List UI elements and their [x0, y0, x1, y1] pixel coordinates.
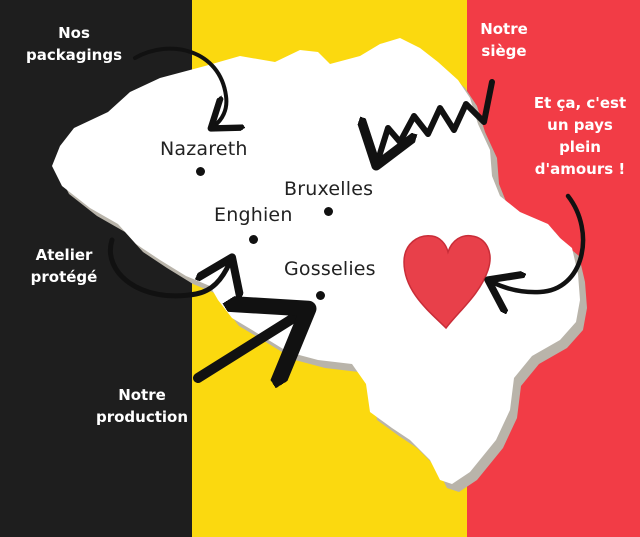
callout-amours: Et ça, c'est un pays plein d'amours ! [524, 92, 636, 180]
curved-arrow-icon [107, 237, 230, 296]
city-label-gosselies: Gosselies [284, 258, 376, 280]
callout-line: plein [559, 138, 601, 156]
callout-line: packagings [25, 46, 123, 64]
callout-packagings: Nos packagings [18, 22, 130, 66]
zigzag-arrow-icon [378, 79, 495, 160]
callout-production: Notre production [86, 384, 198, 428]
callout-line: un pays [547, 116, 613, 134]
callout-line: Atelier [35, 246, 93, 264]
city-dot-icon [316, 291, 325, 300]
callout-line: Et ça, c'est [533, 94, 627, 112]
belgium-outline [52, 38, 580, 484]
city-label-enghien: Enghien [214, 204, 293, 226]
callout-line: production [95, 408, 189, 426]
callout-atelier: Atelier protégé [22, 244, 106, 288]
callout-siege: Notre siège [466, 18, 542, 62]
curved-arrow-icon [492, 193, 586, 292]
city-dot-icon [324, 207, 333, 216]
city-label-bruxelles: Bruxelles [284, 178, 374, 200]
city-dot-icon [249, 235, 258, 244]
city-dot-icon [196, 167, 205, 176]
city-label-nazareth: Nazareth [160, 138, 248, 160]
straight-arrow-icon [193, 314, 300, 378]
curved-arrow-icon [133, 46, 226, 126]
callout-line: Notre [118, 386, 166, 404]
callout-line: Notre [480, 20, 528, 38]
callout-line: siège [481, 42, 527, 60]
callout-line: protégé [30, 268, 98, 286]
heart-icon [403, 234, 491, 330]
callout-line: Nos [58, 24, 90, 42]
callout-line: d'amours ! [534, 160, 626, 178]
